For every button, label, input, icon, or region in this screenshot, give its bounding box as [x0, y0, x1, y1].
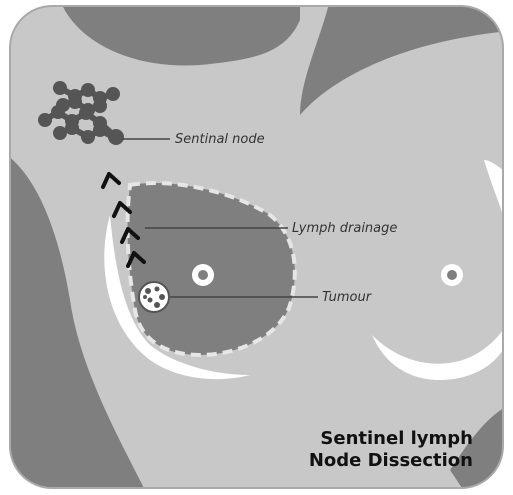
diagram-title: Sentinel lymph Node Dissection: [309, 428, 473, 472]
tumour-label: Tumour: [322, 291, 371, 304]
left-nipple-center: [198, 270, 208, 280]
lymph-drainage-label: Lymph drainage: [292, 222, 397, 235]
title-line-1: Sentinel lymph: [309, 428, 473, 450]
tumour-marker: [139, 282, 169, 312]
right-nipple-center: [447, 270, 457, 280]
title-line-2: Node Dissection: [309, 450, 473, 472]
sentinal-node-label: Sentinal node: [175, 133, 265, 146]
